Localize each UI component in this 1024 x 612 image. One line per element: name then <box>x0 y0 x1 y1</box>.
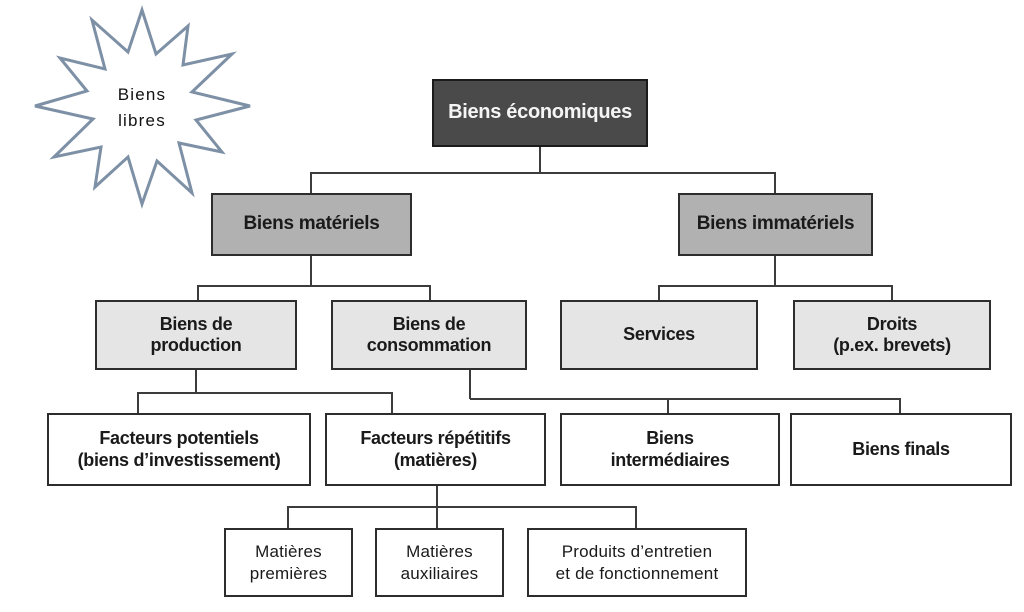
node-biens-finals: Biens finals <box>790 413 1012 486</box>
node-label: Biens de production <box>150 313 242 355</box>
node-facteurs-potentiels: Facteurs potentiels (biens d’investissem… <box>47 413 311 486</box>
node-label: Droits (p.ex. brevets) <box>833 313 951 355</box>
node-produits-entretien: Produits d’entretien et de fonctionnemen… <box>527 528 747 597</box>
node-biens-de-production: Biens de production <box>95 300 297 370</box>
starburst-biens-libres-label: Biens libres <box>117 85 167 131</box>
node-biens-de-consommation: Biens de consommation <box>331 300 527 370</box>
node-label: Biens immatériels <box>696 213 855 235</box>
node-biens-immateriels: Biens immatériels <box>678 193 873 256</box>
node-biens-materiels: Biens matériels <box>211 193 412 256</box>
node-biens-intermediaires: Biens intermédiaires <box>560 413 780 486</box>
node-label: Facteurs répétitifs (matières) <box>360 428 511 470</box>
node-matieres-premieres: Matières premières <box>224 528 353 597</box>
node-biens-economiques: Biens économiques <box>432 79 648 147</box>
node-droits: Droits (p.ex. brevets) <box>793 300 991 370</box>
node-label: Facteurs potentiels (biens d’investissem… <box>77 428 281 470</box>
node-label: Matières auxiliaires <box>400 542 479 583</box>
node-label: Biens intermédiaires <box>610 428 730 470</box>
node-label: Biens de consommation <box>366 313 492 355</box>
node-label: Matières premières <box>249 542 328 583</box>
node-facteurs-repetitifs: Facteurs répétitifs (matières) <box>325 413 546 486</box>
node-label: Services <box>623 324 695 345</box>
node-label: Biens matériels <box>243 213 380 235</box>
node-label: Biens finals <box>852 438 950 459</box>
node-matieres-auxiliaires: Matières auxiliaires <box>375 528 504 597</box>
node-label: Produits d’entretien et de fonctionnemen… <box>555 542 719 583</box>
node-services: Services <box>560 300 758 370</box>
node-label: Biens économiques <box>448 101 632 124</box>
